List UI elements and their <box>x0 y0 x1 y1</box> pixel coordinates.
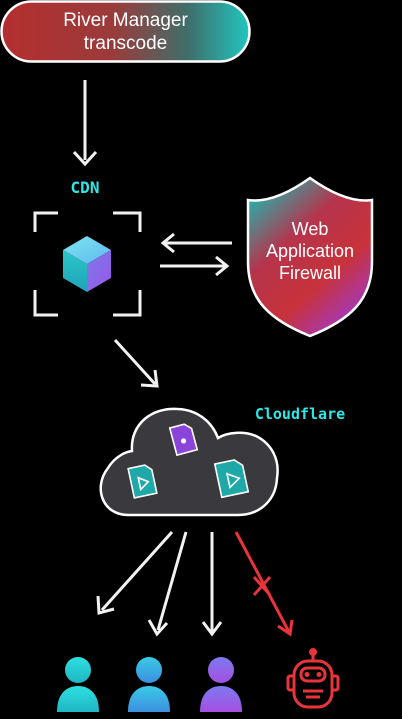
cloudflare-label: Cloudflare <box>255 405 345 423</box>
arrow-source-to-cdn <box>72 80 98 167</box>
cloud-icon <box>99 407 279 517</box>
video-file-icon <box>168 423 199 457</box>
source-label-line-1: River Manager <box>63 10 188 31</box>
source-node: River Manager transcode <box>0 0 251 63</box>
bot-icon <box>286 648 340 709</box>
video-file-icon <box>213 459 250 499</box>
arrow-cdn-to-waf <box>160 255 230 277</box>
waf-label-line-1: Web <box>292 219 329 239</box>
arrow-cloud-to-bot-blocked <box>234 531 294 637</box>
cdn-label: CDN <box>71 178 100 197</box>
cube-icon <box>63 236 111 292</box>
waf-label-line-2: Application <box>266 241 354 261</box>
user-icon <box>128 657 170 712</box>
cdn-frame <box>33 211 142 317</box>
waf-label-line-3: Firewall <box>279 263 341 283</box>
arrow-cloud-to-user-3 <box>201 532 223 637</box>
shield-icon <box>246 176 374 338</box>
arrow-cdn-to-cloud <box>113 338 159 388</box>
source-label-line-2: transcode <box>84 33 167 54</box>
cloud-node <box>99 407 279 517</box>
user-icon <box>200 657 242 712</box>
arrow-cloud-to-user-1 <box>96 530 174 615</box>
waf-node: Web Application Firewall <box>246 176 374 338</box>
video-file-icon <box>127 464 158 499</box>
arrow-waf-to-cdn <box>160 232 232 254</box>
arrow-cloud-to-user-2 <box>147 531 188 637</box>
user-icon <box>57 657 99 712</box>
source-pill <box>0 0 251 63</box>
